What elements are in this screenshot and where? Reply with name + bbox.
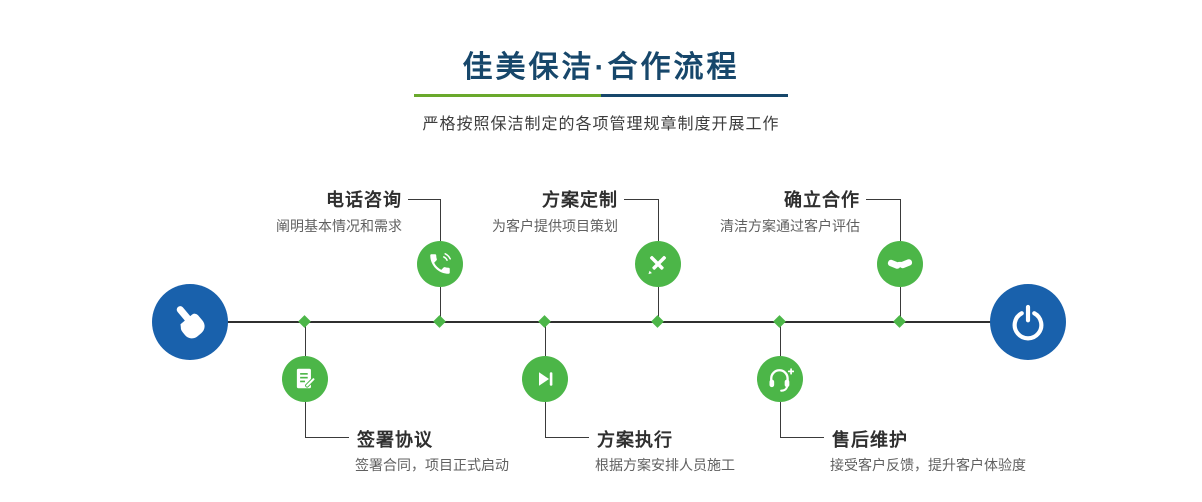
- connector: [408, 199, 440, 200]
- handshake-icon: [886, 250, 914, 278]
- timeline-node-diamond: [651, 315, 664, 328]
- contract-icon: [292, 366, 318, 392]
- step-circle-aftersale: [757, 356, 803, 402]
- step-label-cooperation: 确立合作: [784, 190, 860, 210]
- step-label-execute: 方案执行: [597, 430, 673, 450]
- connector: [780, 402, 781, 437]
- connector: [658, 287, 659, 322]
- pointing-hand-icon: [169, 301, 211, 343]
- timeline-node-diamond: [433, 315, 446, 328]
- underline-blue-segment: [601, 94, 788, 97]
- title-underline: [414, 94, 788, 97]
- connector: [900, 287, 901, 322]
- timeline-node-diamond: [893, 315, 906, 328]
- play-next-icon: [533, 367, 557, 391]
- connector: [440, 287, 441, 322]
- step-circle-execute: [522, 356, 568, 402]
- step-label-design: 方案定制: [542, 190, 618, 210]
- phone-icon: [427, 251, 453, 277]
- page-title: 佳美保洁·合作流程: [462, 51, 740, 84]
- step-label-phone: 电话咨询: [326, 190, 402, 210]
- step-label-aftersale: 售后维护: [832, 430, 908, 450]
- step-desc-cooperation: 清洁方案通过客户评估: [720, 218, 860, 234]
- step-circle-contract: [282, 356, 328, 402]
- step-desc-phone: 阐明基本情况和需求: [276, 218, 402, 234]
- connector: [900, 199, 901, 241]
- connector: [545, 323, 546, 356]
- connector: [545, 402, 546, 437]
- step-label-contract: 签署协议: [357, 430, 433, 450]
- step-circle-handshake: [877, 241, 923, 287]
- timeline-node-diamond: [773, 315, 786, 328]
- step-desc-contract: 签署合同，项目正式启动: [355, 457, 509, 473]
- connector: [305, 323, 306, 356]
- step-circle-design: [635, 241, 681, 287]
- connector: [440, 199, 441, 241]
- page-subtitle: 严格按照保洁制定的各项管理规章制度开展工作: [422, 116, 780, 133]
- connector: [545, 437, 589, 438]
- timeline-end-circle: [990, 284, 1066, 360]
- step-desc-execute: 根据方案安排人员施工: [595, 457, 735, 473]
- underline-green-segment: [414, 94, 601, 97]
- connector: [658, 199, 659, 241]
- connector: [780, 437, 824, 438]
- timeline-start-circle: [152, 284, 228, 360]
- timeline-line: [190, 321, 1030, 323]
- step-circle-phone: [417, 241, 463, 287]
- step-desc-design: 为客户提供项目策划: [492, 218, 618, 234]
- power-icon: [1008, 302, 1048, 342]
- headset-icon: [766, 365, 794, 393]
- timeline-node-diamond: [298, 315, 311, 328]
- timeline-node-diamond: [538, 315, 551, 328]
- connector: [624, 199, 658, 200]
- step-desc-aftersale: 接受客户反馈，提升客户体验度: [830, 457, 1026, 473]
- connector: [305, 402, 306, 437]
- connector: [866, 199, 900, 200]
- connector: [780, 323, 781, 356]
- design-tools-icon: [645, 251, 671, 277]
- connector: [305, 437, 349, 438]
